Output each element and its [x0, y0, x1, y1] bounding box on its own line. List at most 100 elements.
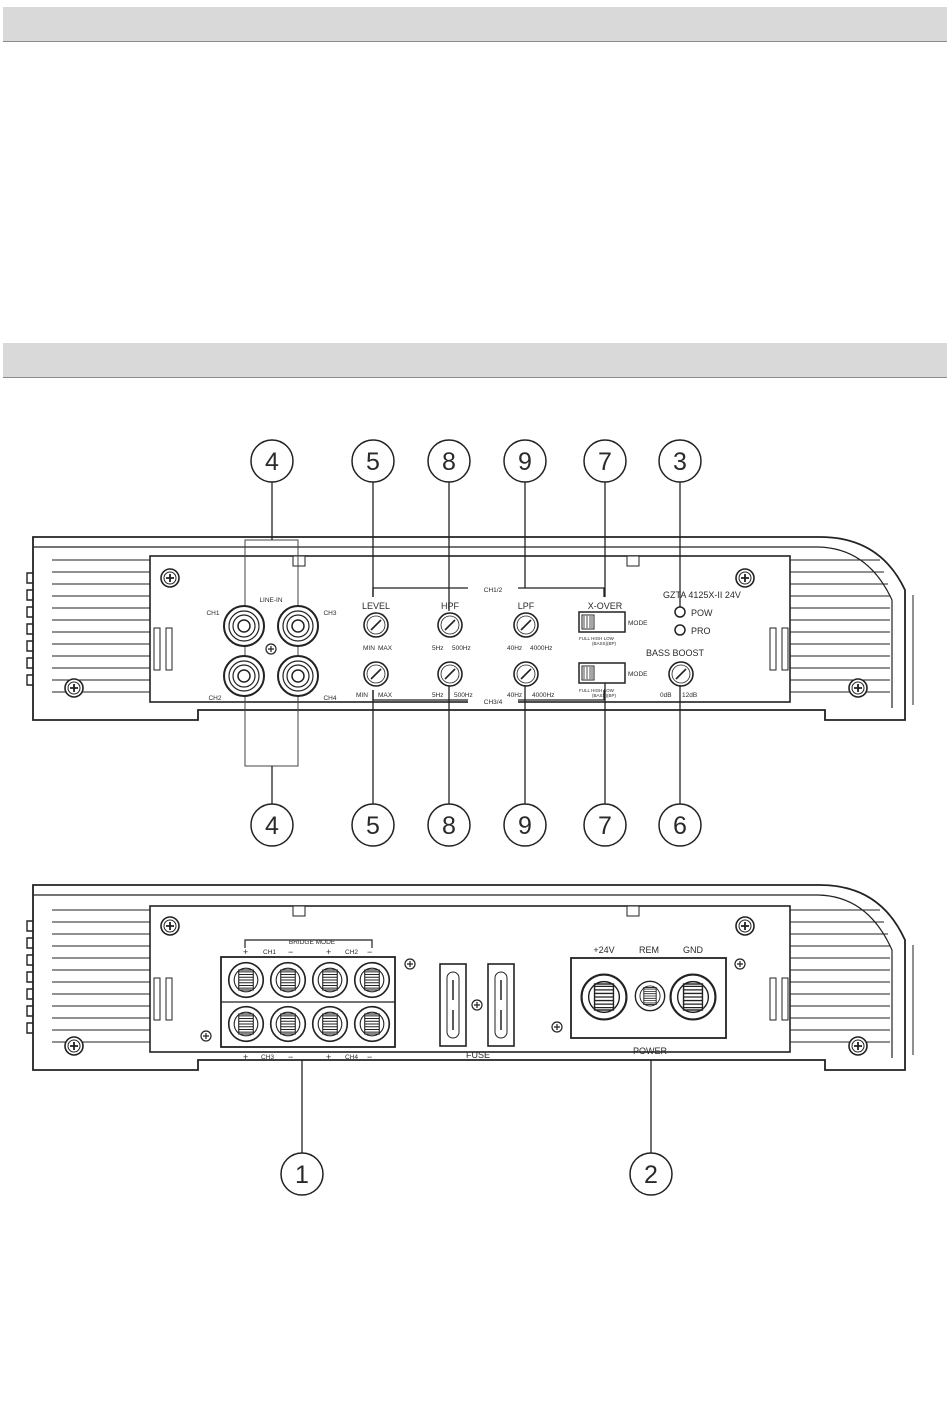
bass-boost-label: BASS BOOST — [646, 648, 705, 658]
hpf-min-label: 5Hz — [432, 692, 444, 699]
callout-4: 4 — [265, 448, 279, 476]
rca-jack-ch3[interactable] — [277, 605, 319, 647]
ch4-label: CH4 — [323, 695, 336, 702]
header-bar-top — [3, 7, 947, 42]
ch3-minus-label: − — [288, 1052, 293, 1062]
screw-icon — [734, 958, 746, 970]
screw-icon — [160, 916, 180, 936]
speaker-terminal-icon[interactable] — [269, 961, 307, 999]
ch4-label: CH4 — [345, 1054, 358, 1061]
xover-switch-ch34[interactable] — [578, 662, 626, 684]
group-ch12-label: CH1/2 — [484, 587, 503, 594]
level-max-label: MAX — [378, 692, 393, 699]
lpf-min-label: 40Hz — [507, 645, 522, 652]
callout-4: 4 — [265, 812, 279, 840]
screw-icon — [200, 1030, 212, 1042]
level-label: LEVEL — [362, 601, 390, 611]
bass-min-label: 0dB — [660, 692, 672, 699]
hpf-min-label: 5Hz — [432, 645, 444, 652]
speaker-terminal-icon[interactable] — [227, 1005, 265, 1043]
power-terminal-24v[interactable] — [580, 973, 628, 1021]
lpf-label: LPF — [518, 601, 535, 611]
ch4-plus-label: + — [326, 1052, 331, 1062]
screw-icon — [848, 1036, 868, 1056]
speaker-terminal-icon[interactable] — [353, 961, 391, 999]
screw-icon — [735, 916, 755, 936]
ch2-plus-label: + — [326, 947, 331, 957]
callout-5: 5 — [366, 812, 380, 840]
left-heatsink-rear — [26, 909, 173, 1043]
speaker-terminal-icon[interactable] — [227, 961, 265, 999]
bridge-mode-label: BRIDGE MODE — [289, 939, 336, 946]
header-bar-second — [3, 343, 947, 378]
pow-label: POW — [691, 608, 713, 618]
hpf-knob-ch12[interactable] — [437, 612, 463, 638]
ground-terminal[interactable] — [669, 973, 717, 1021]
speaker-terminal-icon[interactable] — [353, 1005, 391, 1043]
speaker-terminal-icon[interactable] — [311, 1005, 349, 1043]
lpf-max-label: 4000Hz — [532, 692, 554, 699]
ch2-minus-label: − — [367, 947, 372, 957]
callouts-bottom: 1 2 — [280, 1152, 673, 1196]
mode-label: MODE — [628, 671, 648, 678]
mode-positions-label: FULL HIGH LOW — [579, 688, 615, 693]
model-label: GZTA 4125X-II 24V — [663, 590, 741, 600]
screw-icon — [64, 1036, 84, 1056]
level-max-label: MAX — [378, 645, 393, 652]
plus-24v-label: +24V — [593, 945, 614, 955]
level-min-label: MIN — [363, 645, 375, 652]
callout-1: 1 — [295, 1161, 309, 1189]
line-in-label: LINE-IN — [259, 597, 282, 604]
fuse-holder-right[interactable] — [487, 963, 515, 1047]
rem-label: REM — [639, 945, 659, 955]
screw-icon — [160, 568, 180, 588]
hpf-knob-ch34[interactable] — [437, 661, 463, 687]
lpf-min-label: 40Hz — [507, 692, 522, 699]
group-ch34-label: CH3/4 — [484, 699, 503, 706]
callouts-mid: 4 5 8 9 7 6 — [250, 803, 702, 847]
callout-8: 8 — [442, 812, 456, 840]
rca-jack-ch1[interactable] — [223, 605, 265, 647]
mode-label: MODE — [628, 620, 648, 627]
screw-icon — [551, 1021, 563, 1033]
callout-6: 6 — [673, 812, 687, 840]
rca-jack-ch2[interactable] — [223, 655, 265, 697]
lpf-knob-ch34[interactable] — [513, 661, 539, 687]
ch1-minus-label: − — [288, 947, 293, 957]
ch2-label: CH2 — [208, 695, 221, 702]
screw-icon — [848, 678, 868, 698]
power-label: POWER — [633, 1046, 668, 1056]
hpf-max-label: 500Hz — [454, 692, 473, 699]
ch2-label: CH2 — [345, 949, 358, 956]
ch3-label: CH3 — [261, 1054, 274, 1061]
hpf-label: HPF — [441, 601, 460, 611]
ch1-label: CH1 — [206, 610, 219, 617]
callout-7: 7 — [598, 812, 612, 840]
level-knob-ch12[interactable] — [363, 612, 389, 638]
bass-max-label: 12dB — [682, 692, 697, 699]
level-knob-ch34[interactable] — [363, 661, 389, 687]
lpf-knob-ch12[interactable] — [513, 612, 539, 638]
callout-8: 8 — [442, 448, 456, 476]
pow-led-icon — [674, 606, 686, 618]
rca-jack-ch4[interactable] — [277, 655, 319, 697]
screw-icon — [404, 958, 416, 970]
ch1-label: CH1 — [263, 949, 276, 956]
screw-icon — [265, 643, 277, 655]
callout-lines — [271, 482, 681, 1153]
screw-icon — [735, 568, 755, 588]
fuse-holder-left[interactable] — [439, 963, 467, 1047]
callout-9: 9 — [518, 812, 532, 840]
remote-terminal[interactable] — [634, 980, 666, 1012]
speaker-terminal-icon[interactable] — [269, 1005, 307, 1043]
ch3-plus-label: + — [243, 1052, 248, 1062]
screw-icon — [64, 678, 84, 698]
ch1-plus-label: + — [243, 947, 248, 957]
front-panel: LINE-IN CH1 CH3 CH2 CH4 CH1/2 CH3/4 LEVE… — [26, 536, 914, 767]
xover-switch-ch12[interactable] — [578, 611, 626, 633]
bass-boost-knob[interactable] — [668, 661, 694, 687]
speaker-terminal-icon[interactable] — [311, 961, 349, 999]
ch4-minus-label: − — [367, 1052, 372, 1062]
right-heatsink-front — [769, 559, 890, 693]
